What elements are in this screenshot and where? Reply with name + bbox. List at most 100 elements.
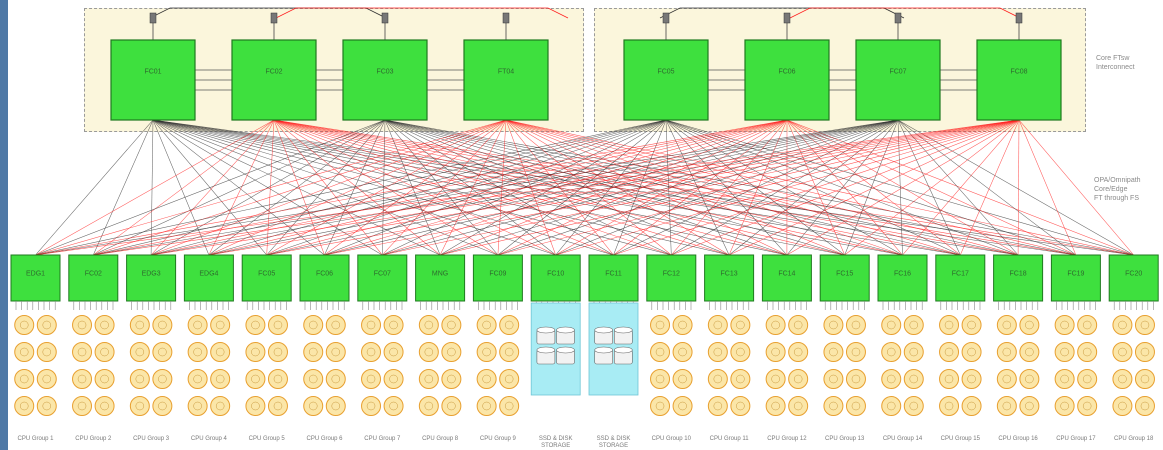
compute-node-core-1-0-1: [100, 320, 109, 330]
uplink-line-3-10: [505, 119, 614, 256]
compute-node-core-8-2-0: [482, 374, 491, 384]
uplink-line-6-13: [786, 119, 899, 256]
edge-switch-label-16: FC17: [951, 270, 969, 278]
uplink-line-6-7: [440, 119, 899, 256]
uplink-line-7-5: [324, 119, 1020, 256]
compute-node-13-1-0: [765, 342, 786, 362]
compute-node-1-0-1: [94, 315, 115, 335]
compute-node-2-3-0: [129, 396, 150, 416]
compute-node-core-15-2-1: [909, 374, 919, 384]
compute-node-14-1-0: [823, 342, 844, 362]
compute-node-17-0-0: [996, 315, 1017, 335]
uplink-line-3-18: [505, 119, 1076, 256]
compute-node-15-0-1: [903, 315, 924, 335]
compute-node-13-2-1: [788, 369, 809, 389]
compute-node-core-5-1-1: [331, 347, 341, 357]
compute-node-core-0-1-0: [19, 347, 29, 357]
uplink-line-6-11: [671, 119, 899, 256]
compute-node-5-3-0: [303, 396, 324, 416]
compute-node-core-12-3-0: [713, 401, 723, 411]
compute-node-core-18-1-0: [1060, 347, 1069, 357]
edge-switch-label-9: FC10: [547, 270, 565, 278]
core-port-icon-4: [662, 12, 670, 24]
edge-switch-13: [761, 254, 812, 302]
group-label-3: CPU Group 4: [190, 436, 227, 442]
uplink-line-0-3: [152, 119, 210, 256]
feeder-wire-2: [659, 7, 905, 19]
edge-switch-label-4: FC05: [258, 270, 276, 278]
compute-node-core-19-3-0: [1118, 401, 1127, 411]
uplink-line-4-0: [35, 119, 667, 256]
compute-node-17-3-0: [996, 396, 1017, 416]
uplink-line-4-19: [665, 119, 1134, 256]
compute-node-14-3-1: [845, 396, 866, 416]
group-label-10: SSD & DISK STORAGE: [596, 436, 631, 449]
edge-switch-3: [183, 254, 234, 302]
compute-node-17-2-0: [996, 369, 1017, 389]
compute-node-11-1-1: [672, 342, 693, 362]
compute-node-core-15-3-1: [909, 401, 919, 411]
compute-node-core-19-0-0: [1118, 320, 1127, 330]
compute-node-1-1-0: [72, 342, 93, 362]
edge-switch-label-13: FC14: [778, 270, 796, 278]
edge-switch-label-14: FC15: [836, 270, 854, 278]
feeder-wire-3: [789, 7, 1021, 19]
uplink-line-2-10: [384, 119, 614, 256]
group-label-5: CPU Group 6: [306, 436, 343, 442]
compute-node-core-6-1-0: [366, 347, 376, 357]
compute-node-11-3-1: [672, 396, 693, 416]
compute-node-core-7-2-1: [447, 374, 456, 384]
uplink-line-3-8: [497, 119, 507, 256]
compute-node-4-0-0: [245, 315, 266, 335]
compute-node-core-19-0-1: [1140, 320, 1150, 330]
core-switch-label-1: FC02: [265, 68, 283, 76]
compute-node-core-5-0-0: [308, 320, 318, 330]
core-switch-5: [744, 39, 830, 121]
uplink-line-7-15: [902, 119, 1020, 256]
uplink-line-5-0: [35, 119, 788, 256]
group-label-15: CPU Group 14: [882, 436, 923, 442]
compute-node-core-3-1-0: [193, 347, 202, 357]
compute-node-core-16-0-1: [967, 320, 976, 330]
uplink-line-3-12: [505, 119, 730, 256]
core-port-icon-2: [381, 12, 389, 24]
compute-node-5-0-0: [303, 315, 324, 335]
compute-node-12-0-0: [707, 315, 728, 335]
compute-node-core-14-1-1: [851, 347, 861, 357]
uplink-line-1-13: [273, 119, 787, 256]
edge-switch-16: [935, 254, 986, 302]
uplink-line-6-18: [897, 119, 1077, 256]
compute-node-0-3-0: [14, 396, 35, 416]
compute-node-4-2-1: [267, 369, 288, 389]
compute-node-8-0-1: [499, 315, 520, 335]
compute-node-core-14-0-1: [851, 320, 861, 330]
compute-node-1-2-0: [72, 369, 93, 389]
compute-node-core-11-3-1: [678, 401, 687, 411]
uplink-line-7-10: [613, 119, 1020, 256]
group-label-12: CPU Group 11: [709, 436, 749, 442]
group-label-8: CPU Group 9: [479, 436, 516, 442]
compute-node-core-8-2-1: [504, 374, 514, 384]
compute-node-core-16-0-0: [944, 320, 954, 330]
compute-node-core-14-0-0: [829, 320, 838, 330]
compute-node-14-2-1: [845, 369, 866, 389]
uplink-line-1-0: [35, 119, 275, 256]
compute-node-19-3-1: [1134, 396, 1155, 416]
uplink-line-4-2: [151, 119, 667, 256]
compute-node-core-3-2-0: [193, 374, 202, 384]
core-switch-label-7: FC08: [1010, 68, 1028, 76]
compute-node-core-19-2-0: [1118, 374, 1127, 384]
compute-node-core-13-3-0: [771, 401, 780, 411]
compute-node-core-6-3-0: [366, 401, 376, 411]
uplink-line-3-14: [505, 119, 845, 256]
compute-node-4-1-0: [245, 342, 266, 362]
uplink-line-5-1: [93, 119, 788, 256]
compute-node-core-13-3-1: [793, 401, 803, 411]
compute-node-18-1-0: [1054, 342, 1075, 362]
compute-node-core-2-1-0: [135, 347, 145, 357]
compute-node-0-1-1: [36, 342, 57, 362]
edge-switch-6: [357, 254, 408, 302]
uplink-line-1-12: [273, 119, 730, 256]
compute-node-core-16-3-0: [944, 401, 954, 411]
compute-node-core-1-3-1: [100, 401, 109, 411]
